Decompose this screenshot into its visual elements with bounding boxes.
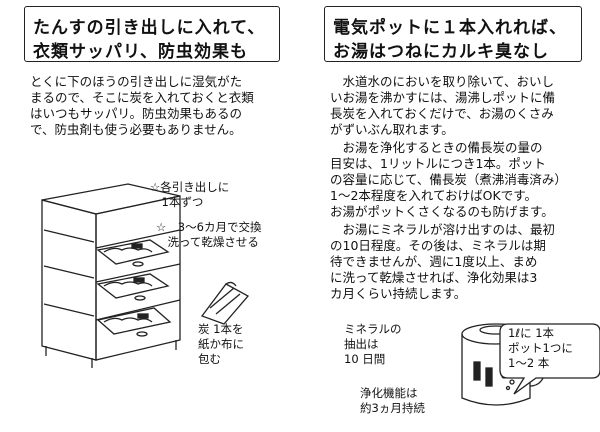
left-body-line-4: で、防虫剤も使う必要もありません。 [30, 122, 242, 137]
wrapped-charcoal-illustration [200, 281, 250, 325]
note-purify-2: 約3ヵ月持続 [360, 401, 425, 415]
right-body-line-8: 1～2本程度を入れておけばOKです。 [330, 188, 537, 203]
right-heading-line-1: 電気ポットに１本入れれば、 [333, 18, 567, 38]
callout-bubble [499, 323, 600, 395]
right-heading-line-2: お湯はつねにカルキ臭なし [333, 42, 549, 62]
note-replace-2: 洗って乾燥させる [156, 235, 259, 249]
right-body-line-6: 目安は、1リットルにつき1本。ポット [330, 156, 546, 171]
note-mineral-2: 抽出は [344, 337, 379, 351]
left-body-line-2: まるので、そこに炭を入れておくと衣類 [30, 90, 254, 105]
right-body-line-4: がずいぶん取れます。 [330, 122, 454, 137]
note-each-drawer-1: ☆各引き出しに [150, 180, 230, 194]
note-mineral-3: 10 日間 [344, 352, 386, 366]
right-body-line-5: お湯を浄化するときの備長炭の量の [330, 140, 543, 155]
callout-line-2: ポット1つに [508, 341, 573, 355]
right-body-line-1: 水道水のにおいを取り除いて、おいし [330, 74, 555, 89]
callout-line-1: 1ℓに 1本 [508, 326, 555, 340]
callout-line-3: 1～2 本 [508, 356, 550, 370]
right-body-line-12: 待できませんが、週に1度以上、まめ [330, 254, 538, 269]
right-body-line-7: の容量に応じて、備長炭（煮沸消毒済み） [330, 172, 567, 187]
right-column: 電気ポットに１本入れれば、 お湯はつねにカルキ臭なし 水道水のにおいを取り除いて… [300, 0, 600, 432]
left-heading-line-2: 衣類サッパリ、防虫効果も [33, 42, 248, 62]
right-body-line-13: に洗って乾燥させれば、浄化効果は3 [330, 270, 538, 285]
right-body-line-9: お湯がポットくさくなるのも防げます。 [330, 204, 554, 219]
note-purify-1: 浄化機能は [360, 386, 418, 400]
note-wrap-1: 炭 1本を [198, 322, 244, 336]
note-each-drawer-2: 1本ずつ [150, 195, 204, 209]
note-replace-1: ☆ 3～6カ月で交換 [156, 220, 262, 234]
right-body-line-10: お湯にミネラルが溶け出すのは、最初 [330, 222, 556, 237]
right-body-line-3: 長炭を入れておくだけで、お湯のくさみ [330, 106, 554, 121]
chest-of-drawers-illustration [41, 183, 181, 368]
note-wrap-2: 紙か布に [198, 337, 244, 351]
left-body-line-1: とくに下のほうの引き出しに湿気がた [30, 74, 243, 89]
left-column: たんすの引き出しに入れて、 衣類サッパリ、防虫効果も とくに下のほうの引き出しに… [24, 6, 280, 368]
right-body-line-14: カ月くらい持続します。 [330, 286, 467, 301]
note-mineral-1: ミネラルの [344, 322, 402, 336]
left-heading-box: たんすの引き出しに入れて、 衣類サッパリ、防虫効果も [24, 6, 280, 62]
right-body-line-2: いお湯を沸かすには、湯沸しポットに備 [330, 90, 556, 105]
left-heading-line-1: たんすの引き出しに入れて、 [33, 18, 266, 38]
right-body-line-11: の10日程度。その後は、ミネラルは期 [330, 238, 546, 253]
right-heading-box: 電気ポットに１本入れれば、 お湯はつねにカルキ臭なし [324, 6, 582, 62]
note-wrap-3: 包む [198, 352, 221, 366]
left-body-line-3: はいつもサッパリ。防虫効果もあるの [30, 106, 243, 121]
